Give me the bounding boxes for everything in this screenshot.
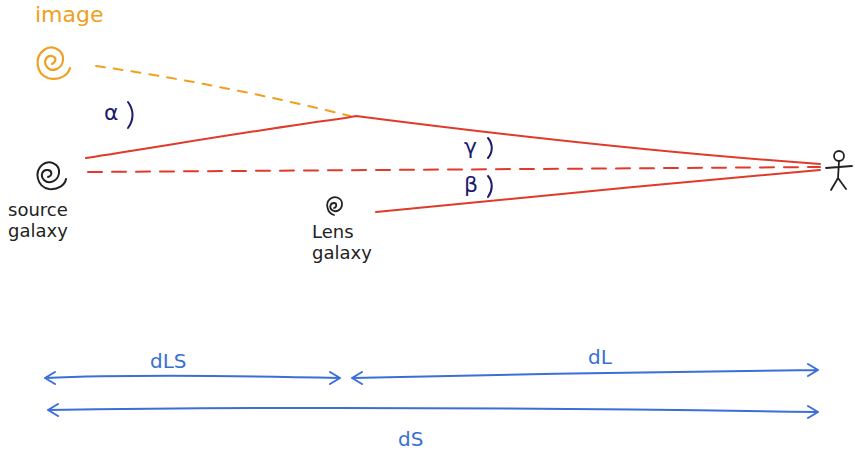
source-spiral bbox=[38, 162, 66, 189]
line-of-sight bbox=[88, 167, 820, 172]
angle-arc bbox=[488, 138, 492, 158]
image-label: image bbox=[35, 2, 104, 27]
galaxy-label: source galaxy bbox=[8, 200, 98, 241]
angle-label: α bbox=[104, 100, 119, 125]
distance-label: dL bbox=[588, 346, 612, 369]
angle-arc bbox=[128, 102, 133, 128]
galaxy-label: Lens galaxy bbox=[312, 222, 382, 263]
light-ray bbox=[86, 116, 820, 164]
distance-label: dLS bbox=[150, 350, 187, 373]
distance-label: dS bbox=[398, 428, 423, 451]
image-spiral bbox=[38, 48, 70, 79]
image-ray bbox=[96, 66, 350, 116]
angle-arc bbox=[488, 176, 492, 197]
lens-spiral bbox=[327, 197, 342, 215]
observer-figure bbox=[826, 151, 852, 190]
lens-ray bbox=[376, 170, 820, 212]
angle-label: β bbox=[464, 172, 478, 197]
angle-label: γ bbox=[464, 134, 477, 159]
